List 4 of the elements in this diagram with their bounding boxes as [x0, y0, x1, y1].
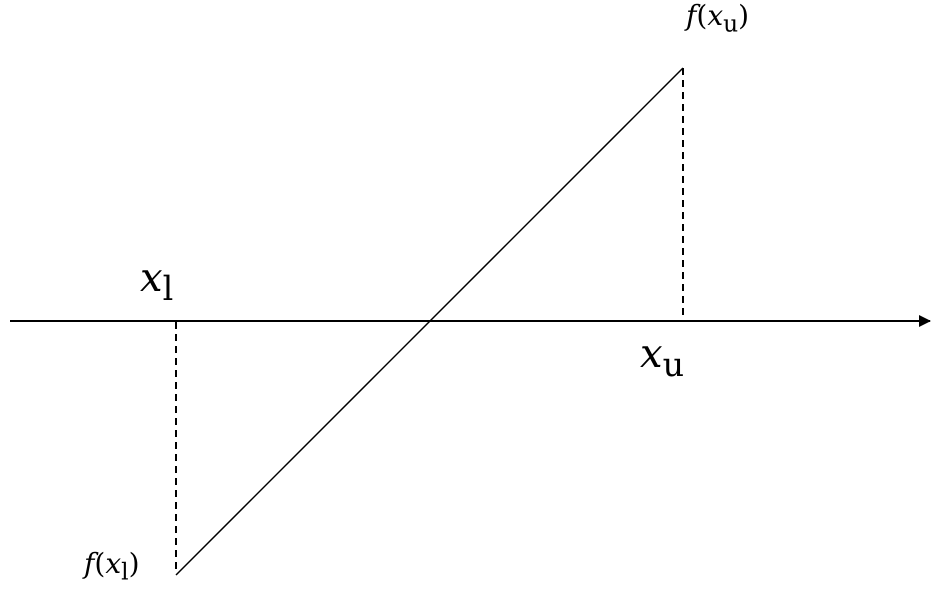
math-label: x$_{l}$	[140, 258, 174, 306]
math-label: f(x$_{l}$)	[84, 550, 140, 584]
math-label: f(x$_{u}$)	[686, 2, 750, 36]
math-label: x$_{u}$	[640, 334, 684, 382]
